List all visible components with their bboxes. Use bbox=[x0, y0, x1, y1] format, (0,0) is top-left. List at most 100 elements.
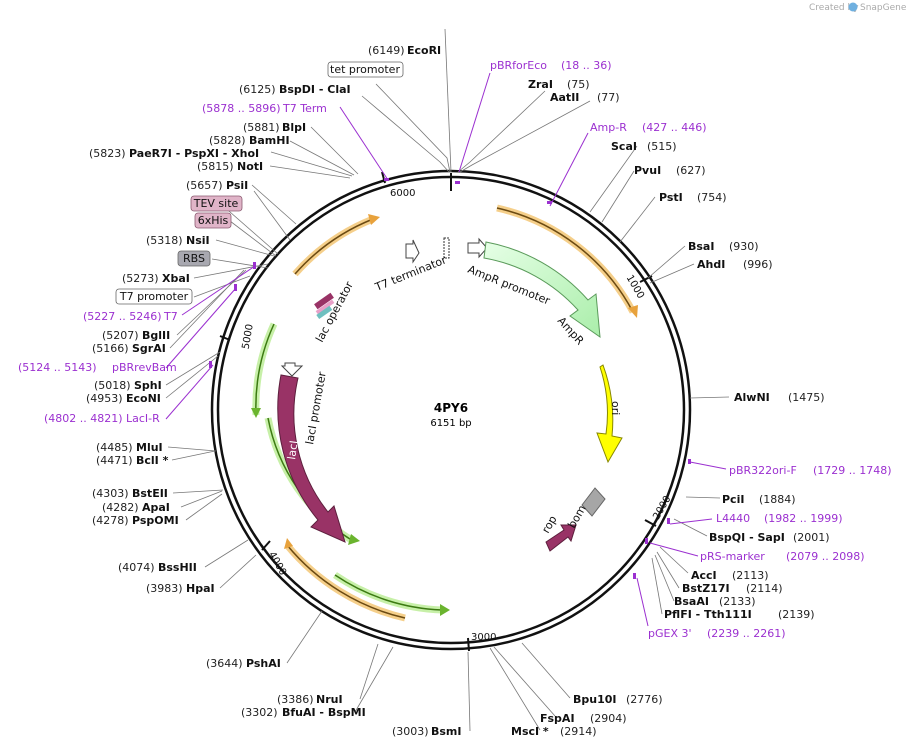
primer-name[interactable]: T7 bbox=[163, 310, 178, 323]
ampr-promoter-arrow bbox=[467, 237, 488, 259]
enzyme-name[interactable]: BsaAI bbox=[674, 595, 709, 608]
laci-promoter-arrow bbox=[280, 362, 304, 377]
enzyme-pos: (5657) bbox=[186, 179, 223, 192]
orange-feature-bottom-head bbox=[284, 538, 293, 549]
label-ori: ori bbox=[609, 401, 622, 415]
enzyme-name[interactable]: PflFI - Tth111I bbox=[664, 608, 752, 621]
primer-range: (1729 .. 1748) bbox=[813, 464, 892, 477]
enzyme-pos: (75) bbox=[567, 78, 590, 91]
enzyme-name[interactable]: BfuAI - BspMI bbox=[282, 706, 366, 719]
enzyme-name[interactable]: PspOMI bbox=[132, 514, 179, 527]
enzyme-name[interactable]: BclI * bbox=[136, 454, 169, 467]
tick-marks bbox=[219, 171, 657, 652]
enzyme-name[interactable]: EcoNI bbox=[126, 392, 161, 405]
tick-label-5000: 5000 bbox=[241, 323, 256, 350]
enzyme-name[interactable]: PsiI bbox=[226, 179, 248, 192]
enzyme-name[interactable]: PciI bbox=[722, 493, 744, 506]
primer-name[interactable]: T7 Term bbox=[282, 102, 327, 115]
enzyme-name[interactable]: BsmI bbox=[431, 725, 462, 738]
enzyme-pos: (4303) bbox=[92, 487, 129, 500]
enzyme-name[interactable]: BlpI bbox=[282, 121, 306, 134]
enzyme-pos: (3983) bbox=[146, 582, 183, 595]
enzyme-name[interactable]: SphI bbox=[134, 379, 162, 392]
snapgene-logo-icon bbox=[848, 2, 858, 12]
enzyme-name[interactable]: AatII bbox=[550, 91, 579, 104]
tet-promoter-box[interactable] bbox=[327, 61, 404, 78]
enzyme-name[interactable]: PaeR7I - PspXI - XhoI bbox=[129, 147, 259, 160]
enzyme-name[interactable]: NotI bbox=[237, 160, 263, 173]
primer-name[interactable]: LacI-R bbox=[126, 412, 160, 425]
primer-range: (4802 .. 4821) bbox=[44, 412, 123, 425]
enzyme-name[interactable]: PvuI bbox=[634, 164, 661, 177]
enzyme-pos: (930) bbox=[729, 240, 759, 253]
orange-feature-bottom-line bbox=[286, 544, 406, 619]
rbs-label: RBS bbox=[183, 252, 205, 265]
enzyme-pos: (1475) bbox=[788, 391, 825, 404]
enzyme-pos: (5828) bbox=[209, 134, 246, 147]
his-tag-box[interactable] bbox=[194, 212, 232, 229]
enzyme-name[interactable]: PstI bbox=[659, 191, 683, 204]
primer-leader-lines bbox=[165, 72, 727, 627]
primer-name[interactable]: pBRrevBam bbox=[112, 361, 177, 374]
primer-name[interactable]: pGEX 3' bbox=[648, 627, 692, 640]
primer-range: (2079 .. 2098) bbox=[786, 550, 865, 563]
enzyme-name[interactable]: EcoRI bbox=[407, 44, 441, 57]
t7-terminator-arrow bbox=[405, 239, 420, 264]
green-feature-laci-span-head bbox=[348, 534, 360, 545]
label-t7-terminator: T7 terminator bbox=[372, 253, 448, 294]
enzyme-name[interactable]: MluI bbox=[136, 441, 163, 454]
green-feature-left bbox=[252, 322, 278, 416]
enzyme-name[interactable]: BsaI bbox=[688, 240, 714, 253]
rbs-box[interactable] bbox=[177, 250, 211, 267]
green-feature-bottom-line bbox=[334, 574, 443, 611]
enzyme-pos: (3003) bbox=[392, 725, 429, 738]
lac-operator-cluster bbox=[314, 292, 335, 320]
primer-name[interactable]: pBRforEco bbox=[490, 59, 547, 72]
enzyme-pos: (3644) bbox=[206, 657, 243, 670]
enzyme-name[interactable]: SgrAI bbox=[132, 342, 166, 355]
enzyme-name[interactable]: BssHII bbox=[158, 561, 197, 574]
enzyme-name[interactable]: HpaI bbox=[186, 582, 215, 595]
enzyme-name[interactable]: FspAI bbox=[540, 712, 575, 725]
enzyme-name[interactable]: Bpu10I bbox=[573, 693, 617, 706]
enzyme-name[interactable]: PshAI bbox=[246, 657, 281, 670]
enzyme-pos: (4278) bbox=[92, 514, 129, 527]
primer-name[interactable]: Amp-R bbox=[590, 121, 627, 134]
enzyme-name[interactable]: BstZ17I bbox=[682, 582, 730, 595]
label-rop: rop bbox=[539, 513, 559, 535]
enzyme-name[interactable]: BstEII bbox=[132, 487, 168, 500]
enzyme-name[interactable]: BspQI - SapI bbox=[709, 531, 785, 544]
enzyme-name[interactable]: BspDI - ClaI bbox=[279, 83, 351, 96]
t7-promoter-box[interactable] bbox=[115, 288, 193, 305]
green-feature-left-head bbox=[251, 408, 261, 418]
enzyme-pos: (4471) bbox=[96, 454, 133, 467]
enzyme-pos: (77) bbox=[597, 91, 620, 104]
primer-range: (427 .. 446) bbox=[642, 121, 707, 134]
enzyme-name[interactable]: NsiI bbox=[186, 234, 210, 247]
enzyme-pos: (5881) bbox=[243, 121, 280, 134]
enzyme-pos: (2114) bbox=[746, 582, 783, 595]
enzyme-name[interactable]: MscI * bbox=[511, 725, 549, 738]
enzyme-name[interactable]: BamHI bbox=[249, 134, 290, 147]
primer-name[interactable]: pBR322ori-F bbox=[729, 464, 797, 477]
enzyme-name[interactable]: NruI bbox=[316, 693, 343, 706]
enzyme-name[interactable]: ApaI bbox=[142, 501, 170, 514]
primer-range: (5124 .. 5143) bbox=[18, 361, 97, 374]
enzyme-name[interactable]: XbaI bbox=[162, 272, 190, 285]
green-feature-left-line bbox=[255, 323, 275, 416]
tev-site-box[interactable] bbox=[190, 195, 243, 212]
orange-feature-top-right-line bbox=[496, 207, 634, 313]
primer-range: (18 .. 36) bbox=[561, 59, 612, 72]
enzyme-pos: (5815) bbox=[197, 160, 234, 173]
primer-name[interactable]: L4440 bbox=[716, 512, 750, 525]
primer-name[interactable]: pRS-marker bbox=[700, 550, 765, 563]
enzyme-name[interactable]: AlwNI bbox=[734, 391, 770, 404]
enzyme-name[interactable]: ZraI bbox=[528, 78, 553, 91]
enzyme-name[interactable]: BglII bbox=[142, 329, 170, 342]
plasmid-length: 6151 bp bbox=[430, 418, 471, 429]
enzyme-pos: (6149) bbox=[368, 44, 405, 57]
enzyme-pos: (2914) bbox=[560, 725, 597, 738]
enzyme-name[interactable]: AccI bbox=[691, 569, 717, 582]
enzyme-name[interactable]: ScaI bbox=[611, 140, 637, 153]
enzyme-name[interactable]: AhdI bbox=[697, 258, 725, 271]
